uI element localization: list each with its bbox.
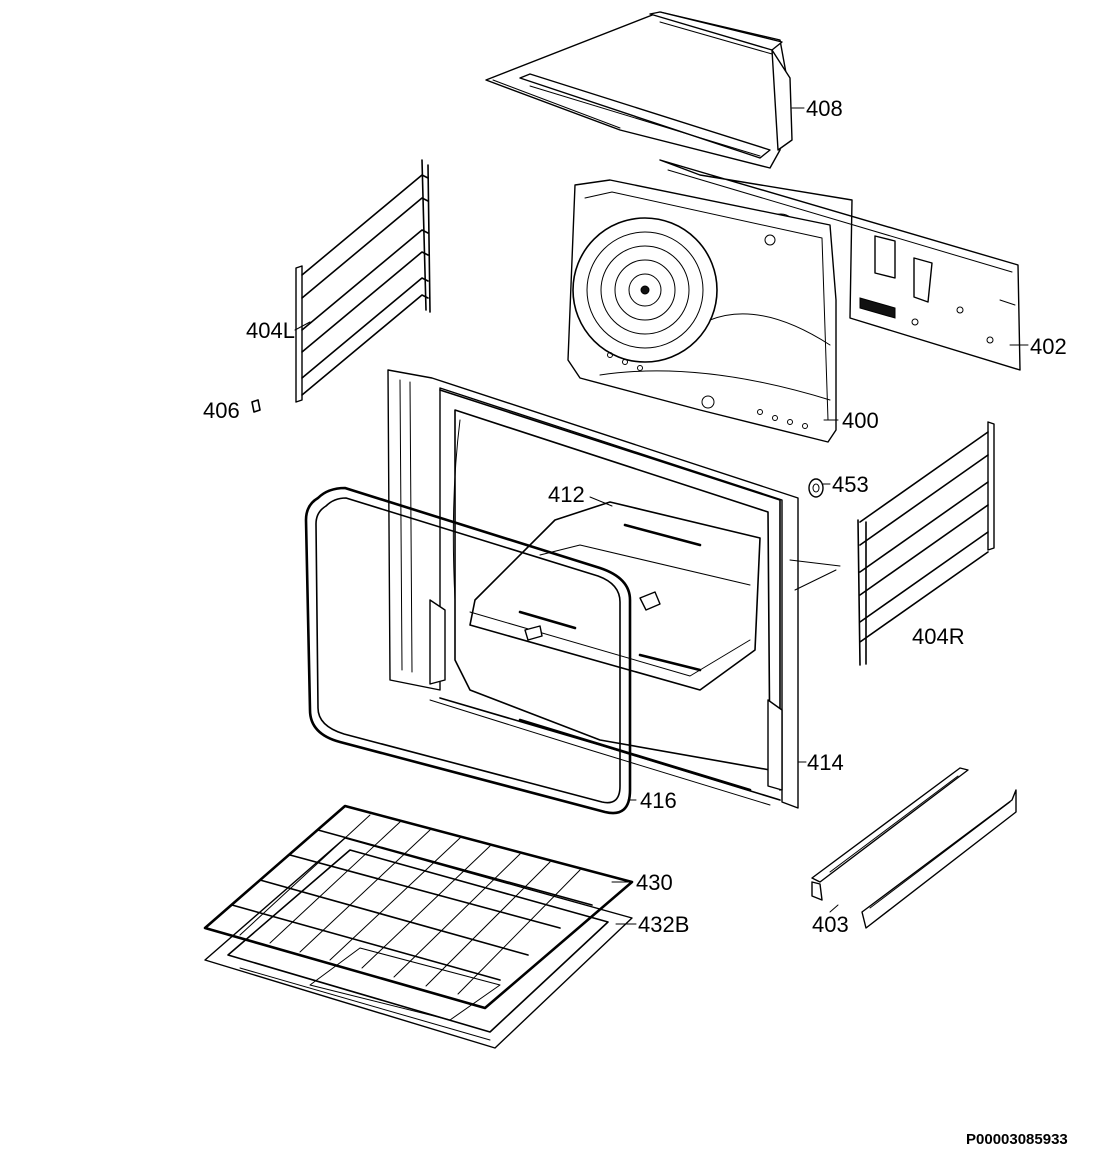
label-412: 412 <box>548 482 585 507</box>
label-403: 403 <box>812 912 849 937</box>
part-412-heating-element <box>469 501 841 691</box>
label-404L: 404L <box>246 318 295 343</box>
part-453-bushing <box>808 478 824 498</box>
label-408: 408 <box>806 96 843 121</box>
label-430: 430 <box>636 870 673 895</box>
part-400-rear-wall-fan <box>567 179 837 443</box>
label-414: 414 <box>807 750 844 775</box>
label-416: 416 <box>640 788 677 813</box>
label-453: 453 <box>832 472 869 497</box>
drawing-code: P00003085933 <box>966 1131 1068 1148</box>
part-402-back-panel <box>659 159 1021 371</box>
label-400: 400 <box>842 408 879 433</box>
part-406-clip <box>251 399 261 413</box>
part-432B-baking-tray <box>204 837 633 1049</box>
part-404L-left-shelf-support <box>295 159 431 403</box>
part-404R-right-shelf-support <box>857 421 995 666</box>
part-416-door-seal <box>304 486 632 815</box>
label-406: 406 <box>203 398 240 423</box>
part-403-telescopic-runners <box>811 767 1017 929</box>
label-404R: 404R <box>912 624 965 649</box>
label-402: 402 <box>1030 334 1067 359</box>
label-432B: 432B <box>638 912 689 937</box>
leader-lines <box>294 107 1029 925</box>
part-408-top-cover <box>485 11 793 169</box>
part-414-cavity-frame <box>387 369 799 809</box>
